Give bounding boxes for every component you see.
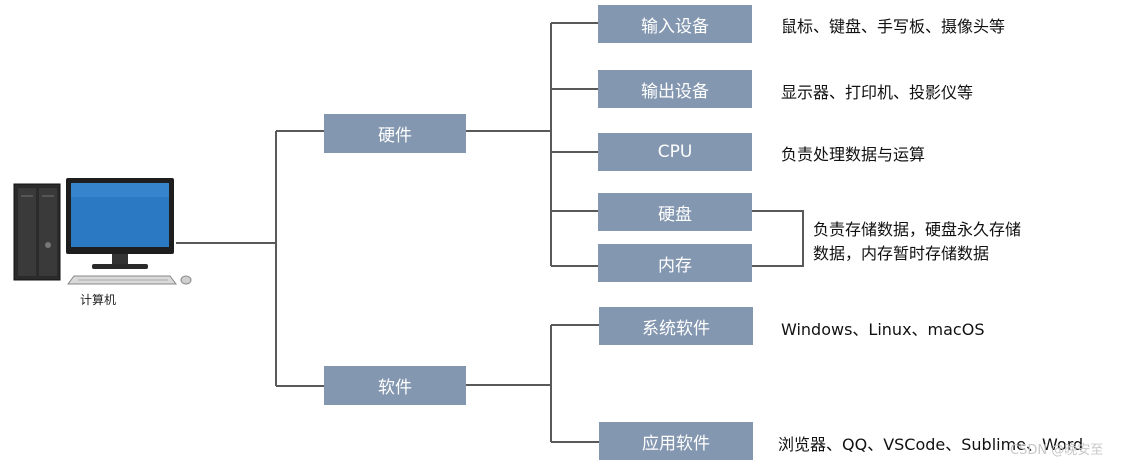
hardware-node-label: 硬件 (378, 126, 412, 146)
hardware-node: 硬件 (324, 114, 466, 153)
application-software-label: 应用软件 (642, 433, 710, 454)
output-device-label: 输出设备 (641, 81, 709, 102)
memory-node: 内存 (598, 244, 752, 282)
cpu-node: CPU (598, 133, 752, 171)
storage-bracket (752, 210, 804, 267)
software-node: 软件 (324, 366, 466, 405)
output-device-desc: 显示器、打印机、投影仪等 (781, 83, 974, 102)
disk-label: 硬盘 (658, 204, 692, 225)
input-device-desc: 鼠标、键盘、手写板、摄像头等 (781, 17, 1006, 36)
desktop-computer-icon (13, 178, 192, 285)
cpu-label: CPU (657, 142, 693, 162)
application-software-node: 应用软件 (599, 422, 753, 460)
memory-label: 内存 (658, 255, 692, 276)
system-software-desc: Windows、Linux、macOS (781, 320, 985, 339)
computer-label: 计算机 (80, 293, 117, 307)
system-software-node: 系统软件 (599, 307, 753, 345)
system-software-label: 系统软件 (642, 318, 710, 339)
application-software-desc: 浏览器、QQ、VSCode、Sublime、Word (778, 435, 1084, 454)
cpu-desc: 负责处理数据与运算 (781, 145, 926, 164)
storage-desc: 负责存储数据，硬盘永久存储数据，内存暂时存储数据 (813, 220, 1022, 263)
output-device-node: 输出设备 (598, 70, 752, 108)
disk-node: 硬盘 (598, 193, 752, 231)
watermark: CSDN @晚安至 (1010, 443, 1104, 458)
input-device-node: 输入设备 (598, 5, 752, 43)
input-device-label: 输入设备 (641, 16, 709, 37)
software-node-label: 软件 (378, 378, 412, 398)
